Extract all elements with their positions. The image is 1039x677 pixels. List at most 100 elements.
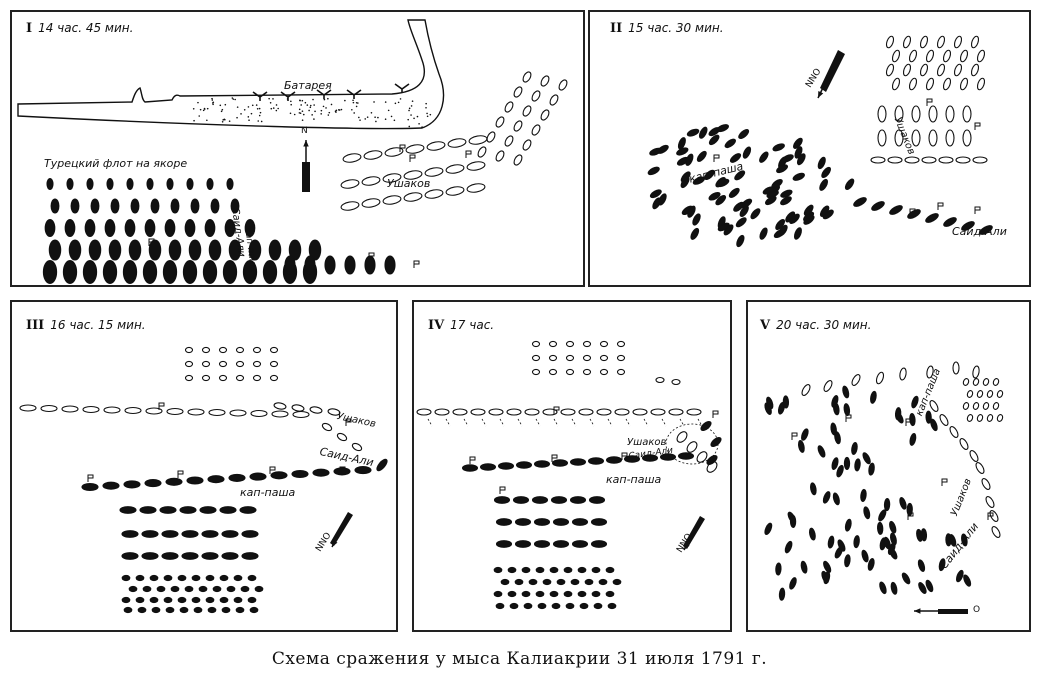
turkish-ship [148, 239, 162, 261]
russian-ship [921, 156, 937, 164]
turkish-ship [563, 590, 573, 598]
russian-ship [945, 105, 955, 123]
shore-stipple [293, 113, 296, 116]
russian-ship [384, 147, 404, 157]
russian-ship [599, 354, 609, 362]
russian-ship [466, 183, 486, 193]
turkish-ship [119, 506, 137, 514]
turkish-ship [163, 574, 173, 582]
turkish-ship [750, 208, 761, 220]
russian-ship [540, 109, 550, 121]
turkish-ship [641, 454, 659, 462]
turkish-ship [590, 540, 608, 548]
shore-stipple [301, 110, 304, 112]
turkish-ship [42, 259, 58, 285]
flagship-pennant [413, 260, 420, 268]
russian-ship [495, 150, 505, 162]
shore-stipple [301, 119, 304, 121]
russian-ship [506, 408, 522, 416]
russian-ship [877, 105, 887, 123]
russian-ship [445, 164, 465, 174]
russian-ship [382, 173, 402, 183]
russian-ship [686, 408, 702, 416]
turkish-ship [930, 418, 938, 432]
turkish-ship [84, 218, 96, 238]
russian-ship [405, 144, 425, 154]
turkish-ship [819, 205, 830, 217]
panel-3-time: 16 час. 15 мин. [50, 318, 146, 332]
turkish-ship [161, 552, 179, 560]
flag [845, 414, 852, 422]
turkish-ship [177, 596, 187, 604]
russian-ship [925, 49, 935, 63]
russian-ship [632, 408, 648, 416]
figure-caption: Схема сражения у мыса Калиакрии 31 июля … [271, 649, 768, 669]
russian-ship [522, 139, 532, 151]
panel-5-drawing [764, 361, 1004, 614]
shore-stipple [304, 101, 307, 104]
russian-ship [40, 404, 58, 413]
turkish-ship [918, 582, 927, 594]
turkish-ship [149, 596, 159, 604]
turkish-ship [837, 539, 846, 552]
russian-ship [269, 360, 279, 368]
russian-ship [565, 340, 575, 348]
turkish-ship [495, 602, 505, 610]
turkish-ship [247, 574, 257, 582]
turkish-ship [159, 506, 177, 514]
russian-ship [616, 340, 626, 348]
panel-3-number: III [26, 318, 45, 333]
shore-stipple [234, 98, 236, 101]
turkish-ship [842, 385, 850, 399]
russian-ship [486, 131, 496, 143]
turkish-ship [925, 579, 934, 593]
turkish-ship [514, 540, 532, 548]
shore-stipple [328, 111, 331, 114]
fire-trace [517, 418, 523, 427]
russian-ship [614, 408, 630, 416]
turkish-ship [920, 528, 928, 542]
turkish-ship [876, 521, 884, 535]
russian-ship [671, 378, 681, 386]
shore-stipple [411, 100, 414, 102]
turkish-ship [868, 462, 875, 476]
shore-stipple [313, 104, 315, 106]
turkish-ship [863, 506, 871, 520]
russian-ship [911, 105, 921, 123]
russian-ship [452, 408, 468, 416]
turkish-ship [715, 195, 727, 206]
russian-ship [902, 63, 912, 77]
shore-stipple [211, 99, 214, 101]
shore-stipple [370, 111, 373, 114]
turkish-ship [831, 395, 839, 408]
turkish-ship [793, 137, 803, 149]
russian-ship [340, 201, 360, 211]
russian-ship [976, 414, 984, 422]
russian-ship [616, 368, 626, 376]
turkish-ship [792, 172, 805, 181]
turkish-ship [144, 218, 156, 238]
turkish-ship [142, 585, 152, 593]
shore-stipple [408, 107, 411, 110]
ushakov-flag [926, 98, 933, 106]
wind-arrow-head [332, 540, 338, 547]
shore-stipple [197, 101, 199, 104]
turkish-ship [894, 407, 902, 421]
turkish-ship [81, 482, 99, 492]
turkish-ship [126, 177, 134, 191]
russian-ship [962, 378, 970, 386]
russian-ship [942, 77, 952, 91]
turkish-ship [233, 574, 243, 582]
turkish-ship [901, 572, 911, 585]
shore-stipple [373, 101, 375, 103]
russian-ship [351, 442, 363, 452]
turkish-ship [364, 255, 376, 275]
turkish-ship [623, 455, 641, 463]
turkish-ship [736, 234, 745, 248]
shore-stipple [421, 126, 423, 128]
russian-ship [966, 414, 974, 422]
russian-ship [676, 431, 688, 443]
russian-ship [445, 186, 465, 196]
turkish-ship [861, 549, 869, 563]
